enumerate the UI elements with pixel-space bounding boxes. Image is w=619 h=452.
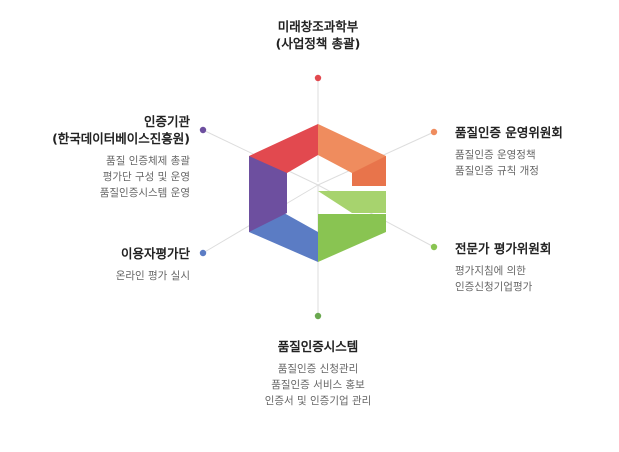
- node-upper-left-desc: 품질 인증체제 총괄 평가단 구성 및 운영 품질인증시스템 운영: [99, 155, 190, 199]
- node-upper-right-desc: 품질인증 운영정책 품질인증 규칙 개정: [455, 149, 539, 177]
- node-bottom-title: 품질인증시스템: [277, 339, 359, 354]
- node-bottom: 품질인증시스템 품질인증 신청관리 품질인증 서비스 홍보 인증서 및 인증기업…: [265, 338, 372, 409]
- node-bottom-desc: 품질인증 신청관리 품질인증 서비스 홍보 인증서 및 인증기업 관리: [264, 363, 372, 407]
- node-lower-right: 전문가 평가위원회 평가지침에 의한 인증신청기업평가: [455, 240, 551, 295]
- dot-lower-right: [430, 243, 438, 251]
- node-upper-right: 품질인증 운영위원회 품질인증 운영정책 품질인증 규칙 개정: [455, 124, 563, 179]
- dot-upper-left: [199, 126, 207, 134]
- node-lower-right-desc: 평가지침에 의한 인증신청기업평가: [455, 265, 533, 293]
- dot-top: [314, 74, 322, 82]
- segment-blue: [249, 213, 318, 262]
- segment-purple: [249, 156, 287, 232]
- node-lower-left: 이용자평가단 온라인 평가 실시: [116, 245, 190, 284]
- dot-upper-right: [430, 128, 438, 136]
- node-upper-left-title: 인증기관 (한국데이터베이스진흥원): [52, 114, 190, 146]
- dot-bottom: [314, 312, 322, 320]
- node-lower-right-title: 전문가 평가위원회: [455, 241, 552, 256]
- node-top: 미래창조과학부 (사업정책 총괄): [276, 18, 361, 52]
- dot-lower-left: [199, 249, 207, 257]
- node-upper-left: 인증기관 (한국데이터베이스진흥원) 품질 인증체제 총괄 평가단 구성 및 운…: [52, 113, 190, 201]
- node-upper-right-title: 품질인증 운영위원회: [455, 125, 563, 140]
- segment-green: [318, 214, 386, 262]
- node-top-title: 미래창조과학부 (사업정책 총괄): [275, 19, 361, 51]
- segment-green-light: [318, 191, 386, 213]
- node-lower-left-desc: 온라인 평가 실시: [115, 270, 190, 282]
- node-lower-left-title: 이용자평가단: [120, 246, 190, 261]
- segment-orange-dark: [352, 156, 386, 186]
